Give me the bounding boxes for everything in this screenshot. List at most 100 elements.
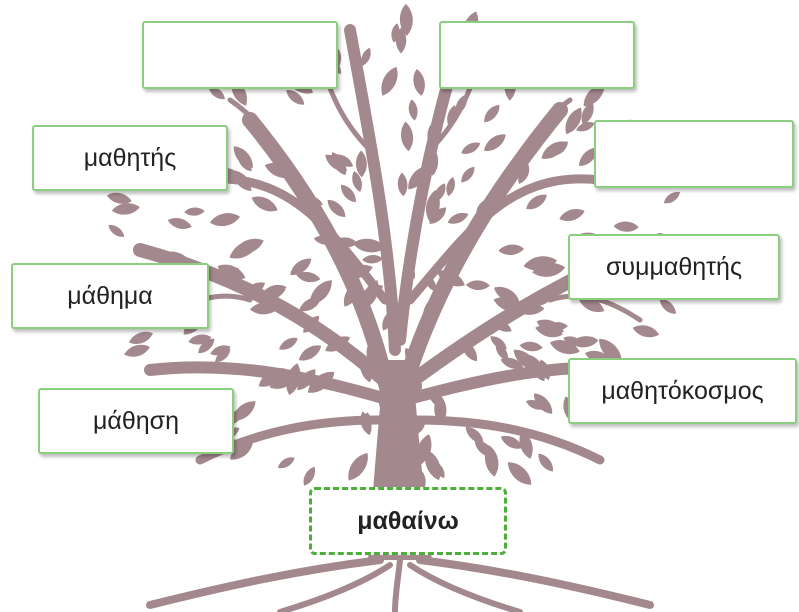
leaf (632, 325, 660, 338)
leaf (571, 336, 599, 348)
leaf (361, 47, 371, 66)
word-box-left-2[interactable]: μάθημα (11, 263, 209, 329)
leaf (111, 203, 140, 215)
leaf (348, 453, 368, 481)
leaf (461, 142, 481, 154)
leaf (578, 297, 605, 312)
leaf (613, 221, 639, 232)
word-box-top-left[interactable] (142, 21, 338, 89)
leaf (413, 68, 425, 96)
leaf (583, 83, 605, 107)
leaf (565, 107, 582, 135)
leaf (498, 244, 525, 255)
leaf (106, 192, 132, 204)
leaf (663, 191, 680, 204)
leaf (535, 325, 563, 338)
root-word-box[interactable]: μαθαίνω (309, 487, 507, 555)
word-box-label: μάθημα (67, 281, 153, 310)
leaf (362, 255, 383, 264)
leaf (215, 348, 231, 363)
leaf (526, 399, 545, 410)
word-box-label: μάθηση (93, 406, 179, 435)
leaf (538, 453, 553, 472)
word-box-top-right[interactable] (439, 21, 635, 89)
word-box-right-3[interactable]: μαθητόκοσμος (568, 358, 797, 424)
leaf (381, 66, 398, 96)
leaf (490, 336, 507, 350)
leaf (429, 207, 447, 224)
leaf (198, 338, 215, 354)
word-box-left-3[interactable]: μάθηση (38, 388, 234, 454)
leaf (559, 209, 585, 221)
leaf (534, 393, 553, 414)
leaf (355, 150, 367, 178)
leaf (210, 345, 231, 356)
leaf (277, 457, 295, 469)
leaf (108, 225, 125, 237)
leaf (549, 340, 580, 355)
leaf (519, 341, 543, 352)
leaf (446, 177, 455, 197)
leaf (552, 141, 568, 156)
word-box-label: συμμαθητής (606, 252, 742, 281)
leaf (397, 172, 408, 197)
root-word: μαθαίνω (357, 506, 459, 535)
leaf (500, 357, 524, 369)
leaf (500, 435, 523, 449)
leaf (279, 337, 298, 350)
leaf (391, 23, 400, 43)
leaf (327, 199, 346, 218)
leaf (461, 166, 475, 183)
leaf (341, 184, 356, 203)
leaf (579, 147, 599, 166)
leaf (532, 263, 566, 277)
leaf (184, 207, 205, 216)
leaf (484, 104, 500, 123)
leaf (208, 86, 225, 100)
word-box-right-1[interactable] (594, 120, 794, 188)
leaf (209, 213, 240, 227)
leaf (290, 258, 312, 276)
leaf (352, 238, 386, 253)
leaf (447, 212, 469, 224)
leaf (425, 189, 440, 223)
leaf (167, 218, 192, 229)
leaf (425, 449, 441, 481)
leaf (251, 196, 278, 212)
leaf (581, 101, 594, 125)
leaf (495, 343, 509, 361)
leaf (325, 154, 347, 172)
leaf (399, 3, 413, 36)
leaf (519, 430, 533, 459)
leaf (576, 121, 595, 132)
leaf (217, 264, 246, 280)
leaf (232, 401, 256, 421)
leaf (513, 349, 537, 370)
leaf (128, 331, 153, 345)
leaf (309, 280, 332, 305)
leaf (401, 121, 414, 152)
leaf (465, 426, 484, 444)
leaf (526, 194, 547, 210)
leaf (518, 164, 530, 184)
leaf (237, 153, 252, 172)
leaf (303, 466, 316, 486)
leaf (408, 99, 418, 121)
leaf (466, 280, 490, 290)
leaf (507, 462, 532, 485)
leaf (298, 345, 322, 361)
leaf (296, 271, 321, 283)
leaf (234, 238, 264, 255)
word-box-label: μαθητόκοσμος (601, 376, 764, 405)
leaf (229, 442, 253, 460)
leaf (484, 445, 499, 477)
leaf (599, 338, 622, 363)
leaf (494, 286, 520, 303)
word-box-left-1[interactable]: μαθητής (32, 125, 228, 191)
leaf (286, 90, 305, 105)
word-box-right-2[interactable]: συμμαθητής (568, 234, 780, 300)
leaf (659, 298, 676, 314)
word-box-label: μαθητής (83, 143, 177, 172)
leaf (352, 171, 362, 192)
leaf (484, 134, 506, 151)
